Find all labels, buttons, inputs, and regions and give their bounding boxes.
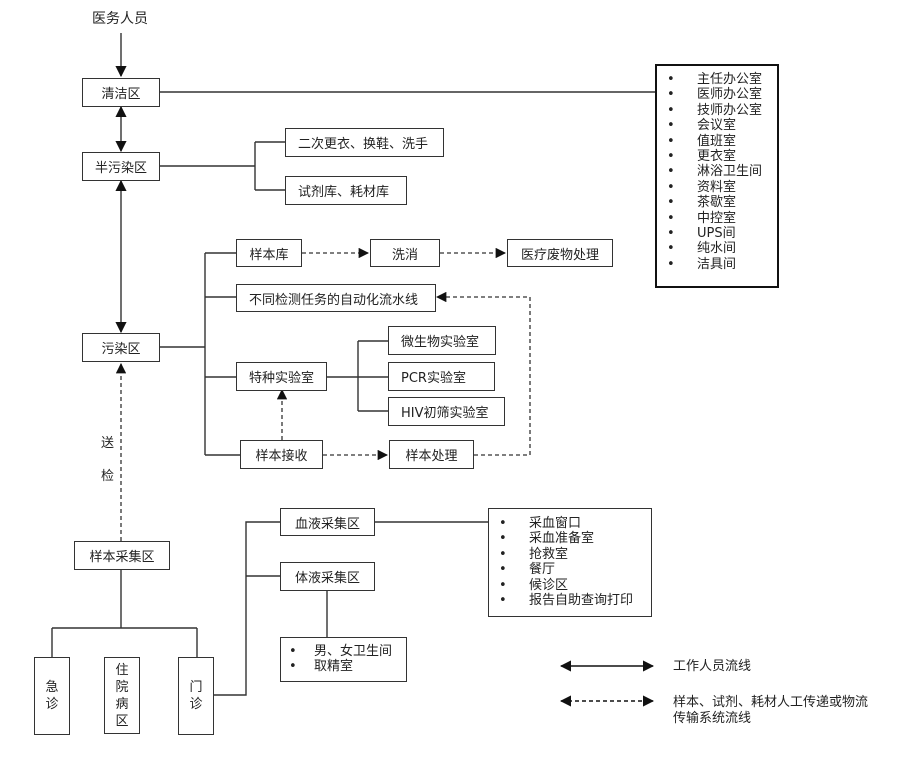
- list-item: •茶歇室: [667, 195, 737, 211]
- send-label-1: 送: [101, 436, 115, 451]
- inpatient-char: 区: [115, 713, 129, 729]
- list-item: •中控室: [667, 210, 737, 226]
- blood-collection-box[interactable]: 血液采集区: [280, 508, 375, 536]
- pipeline-label: 不同检测任务的自动化流水线: [249, 292, 419, 308]
- sample-receive-label: 样本接收: [255, 449, 308, 464]
- list-item: •值班室: [667, 133, 737, 149]
- list-item: •餐厅: [499, 562, 556, 578]
- blood-collection-label: 血液采集区: [294, 516, 360, 532]
- list-item: •报告自助查询打印: [499, 593, 634, 609]
- list-item: •采血窗口: [499, 516, 582, 531]
- list-item: •洁具间: [667, 256, 737, 272]
- clean-zone-box[interactable]: 清洁区: [82, 78, 160, 107]
- list-item: •资料室: [667, 179, 737, 195]
- outpatient-char: 诊: [189, 697, 203, 712]
- special-lab-branch-lines: [327, 340, 388, 412]
- sample-collection-label: 样本采集区: [89, 550, 155, 565]
- hiv-lab-box[interactable]: HIV初筛实验室: [388, 397, 505, 426]
- sample-receive-box[interactable]: 样本接收: [240, 440, 323, 469]
- collection-tree-lines: [51, 570, 198, 657]
- list-item: •主任办公室: [667, 72, 763, 87]
- fluid-collection-label: 体液采集区: [294, 571, 360, 586]
- semi-branch-lines: [160, 141, 285, 191]
- legend-dashed-label: 样本、试剂、耗材人工传递或物流 传输系统流线: [673, 695, 868, 727]
- disinfection-label: 洗消: [391, 247, 418, 263]
- pipeline-box[interactable]: 不同检测任务的自动化流水线: [236, 284, 436, 312]
- contaminated-branch-lines: [160, 252, 240, 456]
- emergency-char: 诊: [45, 697, 59, 712]
- micro-lab-label: 微生物实验室: [401, 335, 480, 350]
- changing-room-label: 二次更衣、换鞋、洗手: [298, 137, 429, 152]
- contaminated-zone-box[interactable]: 污染区: [82, 333, 160, 362]
- emergency-box[interactable]: 急 诊: [34, 657, 70, 735]
- special-lab-box[interactable]: 特种实验室: [236, 362, 327, 391]
- list-item: •医师办公室: [667, 87, 763, 103]
- sample-collection-zone-box[interactable]: 样本采集区: [74, 541, 170, 570]
- outpatient-char: 门: [189, 680, 203, 695]
- list-item: •技师办公室: [667, 102, 763, 118]
- inpatient-char: 院: [115, 679, 129, 695]
- list-item: •取精室: [289, 659, 354, 675]
- sample-process-box[interactable]: 样本处理: [389, 440, 474, 469]
- medical-waste-label: 医疗废物处理: [520, 247, 599, 263]
- list-item: •男、女卫生间: [289, 644, 393, 659]
- outpatient-box[interactable]: 门 诊: [178, 657, 214, 735]
- micro-lab-box[interactable]: 微生物实验室: [388, 326, 496, 355]
- fluid-collection-box[interactable]: 体液采集区: [280, 562, 375, 591]
- semi-zone-label: 半污染区: [94, 161, 147, 176]
- list-item: •候诊区: [499, 577, 569, 593]
- list-item: •抢救室: [499, 546, 569, 562]
- list-item: •会议室: [667, 118, 737, 134]
- clean-rooms-list: •主任办公室 •医师办公室 •技师办公室 •会议室 •值班室 •更衣室 •淋浴卫…: [655, 64, 779, 288]
- pcr-lab-label: PCR实验室: [401, 371, 466, 386]
- storage-room-label: 试剂库、耗材库: [298, 185, 390, 200]
- list-item: •UPS间: [667, 226, 736, 242]
- pcr-lab-box[interactable]: PCR实验室: [388, 362, 495, 391]
- medical-staff-label: 医务人员: [92, 11, 148, 27]
- clean-zone-label: 清洁区: [101, 87, 141, 102]
- disinfection-box[interactable]: 洗消: [370, 239, 440, 267]
- list-item: •采血准备室: [499, 531, 595, 547]
- medical-waste-box[interactable]: 医疗废物处理: [507, 239, 613, 267]
- special-lab-label: 特种实验室: [248, 371, 314, 386]
- contaminated-zone-label: 污染区: [101, 342, 141, 357]
- semi-contaminated-zone-box[interactable]: 半污染区: [82, 152, 160, 181]
- send-label-2: 检: [101, 469, 115, 484]
- process-to-pipeline-arrow: [435, 291, 531, 456]
- emergency-char: 急: [45, 680, 59, 695]
- list-item: •更衣室: [667, 149, 737, 165]
- list-item: •纯水间: [667, 241, 737, 257]
- legend-dashed-line2: 传输系统流线: [673, 711, 752, 726]
- inpatient-box[interactable]: 住 院 病 区: [104, 657, 140, 734]
- inpatient-char: 病: [115, 696, 129, 712]
- sample-store-label: 样本库: [249, 247, 289, 263]
- inpatient-char: 住: [115, 662, 129, 678]
- fluid-rooms-list: •男、女卫生间 •取精室: [280, 637, 407, 682]
- sample-store-box[interactable]: 样本库: [236, 239, 302, 267]
- hiv-lab-label: HIV初筛实验室: [401, 406, 489, 421]
- changing-room-box[interactable]: 二次更衣、换鞋、洗手: [285, 128, 444, 157]
- outpatient-branch-lines: [213, 521, 280, 696]
- legend-solid-label: 工作人员流线: [673, 659, 752, 674]
- list-item: •淋浴卫生间: [667, 164, 763, 180]
- blood-rooms-list: •采血窗口 •采血准备室 •抢救室 •餐厅 •候诊区 •报告自助查询打印: [488, 508, 652, 617]
- storage-room-box[interactable]: 试剂库、耗材库: [285, 176, 407, 205]
- legend-dashed-line1: 样本、试剂、耗材人工传递或物流: [673, 695, 869, 710]
- sample-process-label: 样本处理: [405, 449, 458, 464]
